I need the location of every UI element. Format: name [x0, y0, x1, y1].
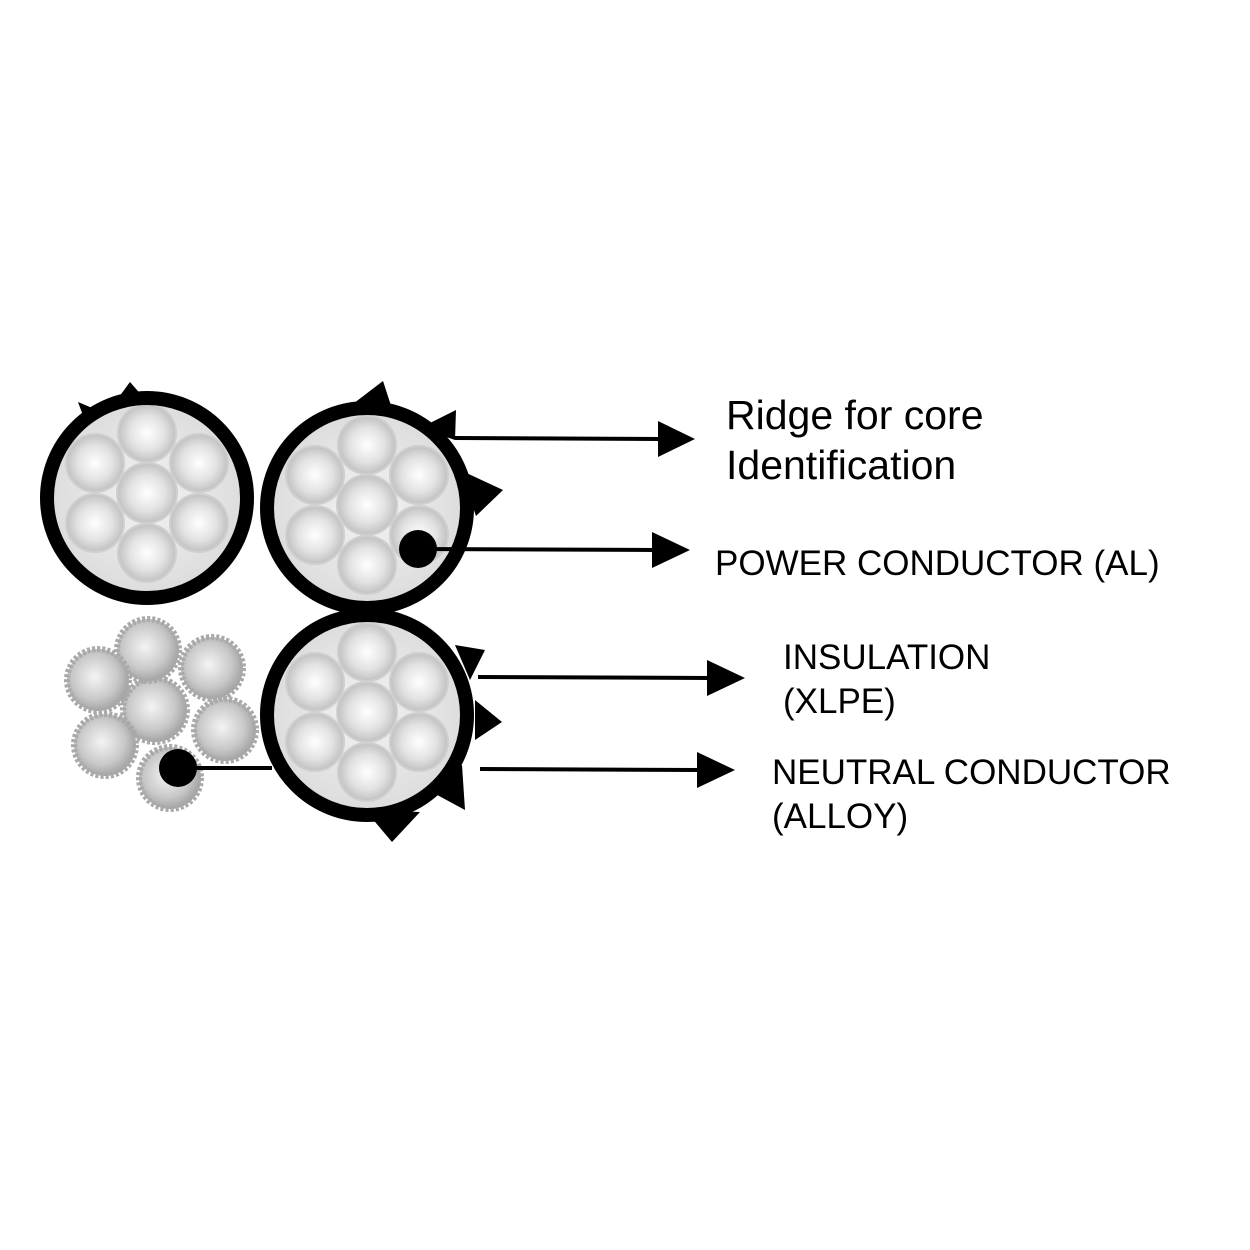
core-ridge-3c: [428, 765, 465, 810]
label-neutral-line1: NEUTRAL CONDUCTOR: [772, 753, 1171, 792]
label-ridge-line1: Ridge for core: [726, 392, 984, 438]
leader-insulation: [477, 660, 745, 696]
core-strands-1: [65, 403, 229, 583]
arrowhead-power: [652, 532, 690, 568]
label-insulation: INSULATION (XLPE): [783, 636, 990, 724]
label-insulation-line1: INSULATION: [783, 638, 991, 677]
label-neutral-line2: (ALLOY): [772, 797, 909, 836]
label-power-line1: POWER CONDUCTOR (AL): [715, 544, 1160, 583]
label-ridge-line2: Identification: [726, 442, 957, 488]
core-ridge-2c: [460, 470, 503, 516]
arrowhead-ridge: [658, 421, 695, 457]
core-strands-3: [285, 622, 449, 802]
core-insulation-1: [40, 391, 254, 605]
arrowhead-insulation: [707, 660, 745, 696]
label-neutral-conductor: NEUTRAL CONDUCTOR (ALLOY): [772, 751, 1171, 839]
leader-power-conductor: [399, 530, 690, 568]
label-insulation-line2: (XLPE): [783, 682, 896, 721]
core-ridge-3a: [455, 645, 485, 680]
power-core-3: [260, 608, 502, 842]
leader-neutral-conductor: [159, 749, 735, 788]
power-core-2: [260, 381, 503, 615]
core-insulation-3: [260, 608, 474, 822]
core-ridge-3b: [475, 700, 502, 740]
neutral-conductor: [64, 616, 259, 812]
leader-ridge: [454, 421, 695, 457]
label-power-conductor: POWER CONDUCTOR (AL): [715, 542, 1160, 586]
core-ridge-2b: [420, 410, 456, 440]
label-ridge-for-core-identification: Ridge for core Identification: [726, 390, 984, 490]
arrowhead-neutral: [697, 752, 735, 788]
power-core-1: [40, 382, 254, 605]
